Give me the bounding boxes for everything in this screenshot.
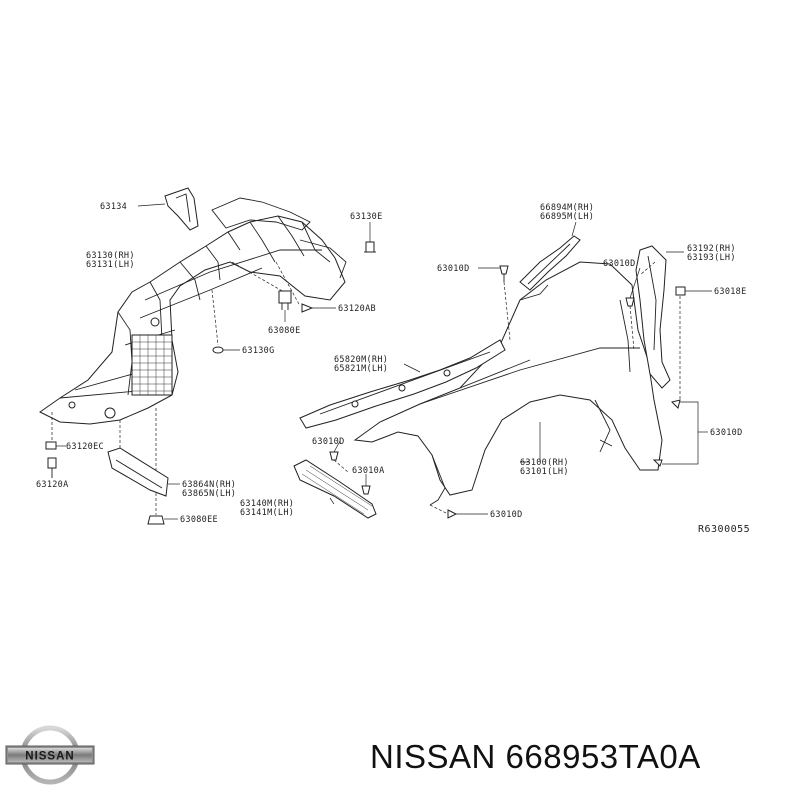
label-66894m: 66894M(RH) [540,203,594,213]
bolt-63010d-top [499,265,509,282]
label-63140m: 63140M(RH) [240,499,294,509]
front-fender [353,261,663,506]
strip-66894m [519,235,581,291]
label-65820m: 65820M(RH) [334,355,388,365]
label-65821m: 65821M(LH) [334,364,388,374]
screw-63120ab [301,303,336,313]
clip-63080e [278,290,292,310]
label-63193: 63193(LH) [687,253,736,263]
label-63010d-mid: 63010D [312,437,345,447]
fender-liner [39,197,347,425]
nissan-logo: NISSAN [5,725,95,785]
label-63130-rh: 63130(RH) [86,251,135,261]
clip-63080ee [147,515,178,525]
label-63018e: 63018E [714,287,747,297]
part-63134 [164,187,199,231]
bolt-63010d-top-right [625,297,635,307]
label-63141m: 63141M(LH) [240,508,294,518]
fastener-63120a [47,457,57,478]
label-63192: 63192(RH) [687,244,736,254]
label-63131-lh: 63131(LH) [86,260,135,270]
reference-number: R6300055 [698,524,750,535]
strip-63864n [107,447,169,497]
fastener-63120ec [45,441,66,450]
label-66895m: 66895M(LH) [540,212,594,222]
label-63100: 63100(RH) [520,458,569,468]
label-63010d-bottom: 63010D [490,510,523,520]
label-63865n: 63865N(LH) [182,489,236,499]
label-63130e: 63130E [350,212,383,222]
label-63010d-top: 63010D [437,264,470,274]
label-63134: 63134 [100,202,127,212]
bolt-63010a [361,485,371,495]
bracket-63192 [635,245,671,389]
bolt-63010d-bottom [447,509,488,519]
label-63120ab: 63120AB [338,304,376,314]
clip-63130g [212,346,240,354]
bolt-63010d-mid [329,451,339,461]
part-number-caption: NISSAN 668953TA0A [370,738,701,775]
label-63080e: 63080E [268,326,301,336]
strip-63140m [293,459,377,519]
label-63010d-top-right: 63010D [603,259,636,269]
clip-63130e [364,241,376,253]
strip-65820m [299,339,506,429]
bolt-63010d-right [652,399,681,467]
label-63864n: 63864N(RH) [182,480,236,490]
logo-wordmark: NISSAN [25,751,74,763]
label-63080ee: 63080EE [180,515,218,525]
label-63130g: 63130G [242,346,275,356]
clip-63018e [675,286,712,296]
label-63010d-right: 63010D [710,428,743,438]
label-63101: 63101(LH) [520,467,569,477]
label-63010a: 63010A [352,466,385,476]
label-63120a: 63120A [36,480,69,490]
label-63120ec: 63120EC [66,442,104,452]
